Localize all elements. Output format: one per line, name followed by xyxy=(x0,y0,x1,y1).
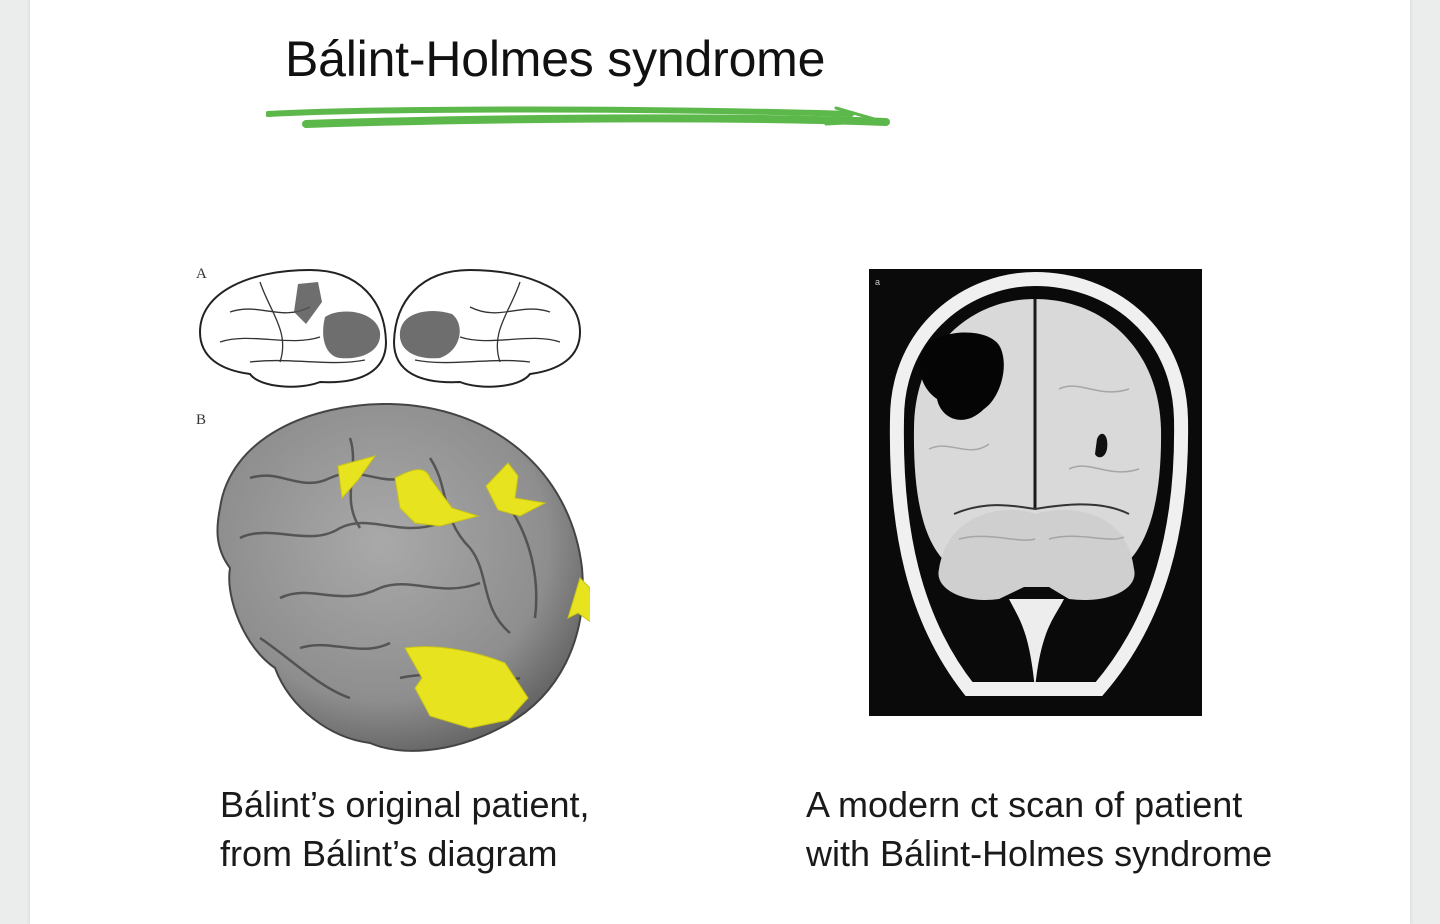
panel-b-label: B xyxy=(196,412,207,428)
brain-render-icon xyxy=(216,402,593,752)
balint-brain-render-panel-b: B xyxy=(190,398,593,760)
scan-corner-label: a xyxy=(875,277,881,287)
coronal-scan-icon xyxy=(889,271,1189,696)
right-caption-line-1: A modern ct scan of patient xyxy=(806,784,1243,825)
panel-a-label: A xyxy=(196,266,207,282)
left-figure-caption: Bálint’s original patient, from Bálint’s… xyxy=(220,780,590,878)
slide: Bálint-Holmes syndrome A xyxy=(30,0,1410,924)
title-underline-brushstroke xyxy=(266,106,890,128)
balint-diagram-panel-a: A xyxy=(190,262,590,397)
right-figure-caption: A modern ct scan of patient with Bálint-… xyxy=(806,780,1272,878)
ct-scan-image: a xyxy=(869,269,1202,716)
hemispheres-drawing-icon xyxy=(198,268,582,388)
left-caption-line-2: from Bálint’s diagram xyxy=(220,833,558,874)
left-caption-line-1: Bálint’s original patient, xyxy=(220,784,590,825)
right-caption-line-2: with Bálint-Holmes syndrome xyxy=(806,833,1273,874)
slide-title: Bálint-Holmes syndrome xyxy=(285,31,826,87)
